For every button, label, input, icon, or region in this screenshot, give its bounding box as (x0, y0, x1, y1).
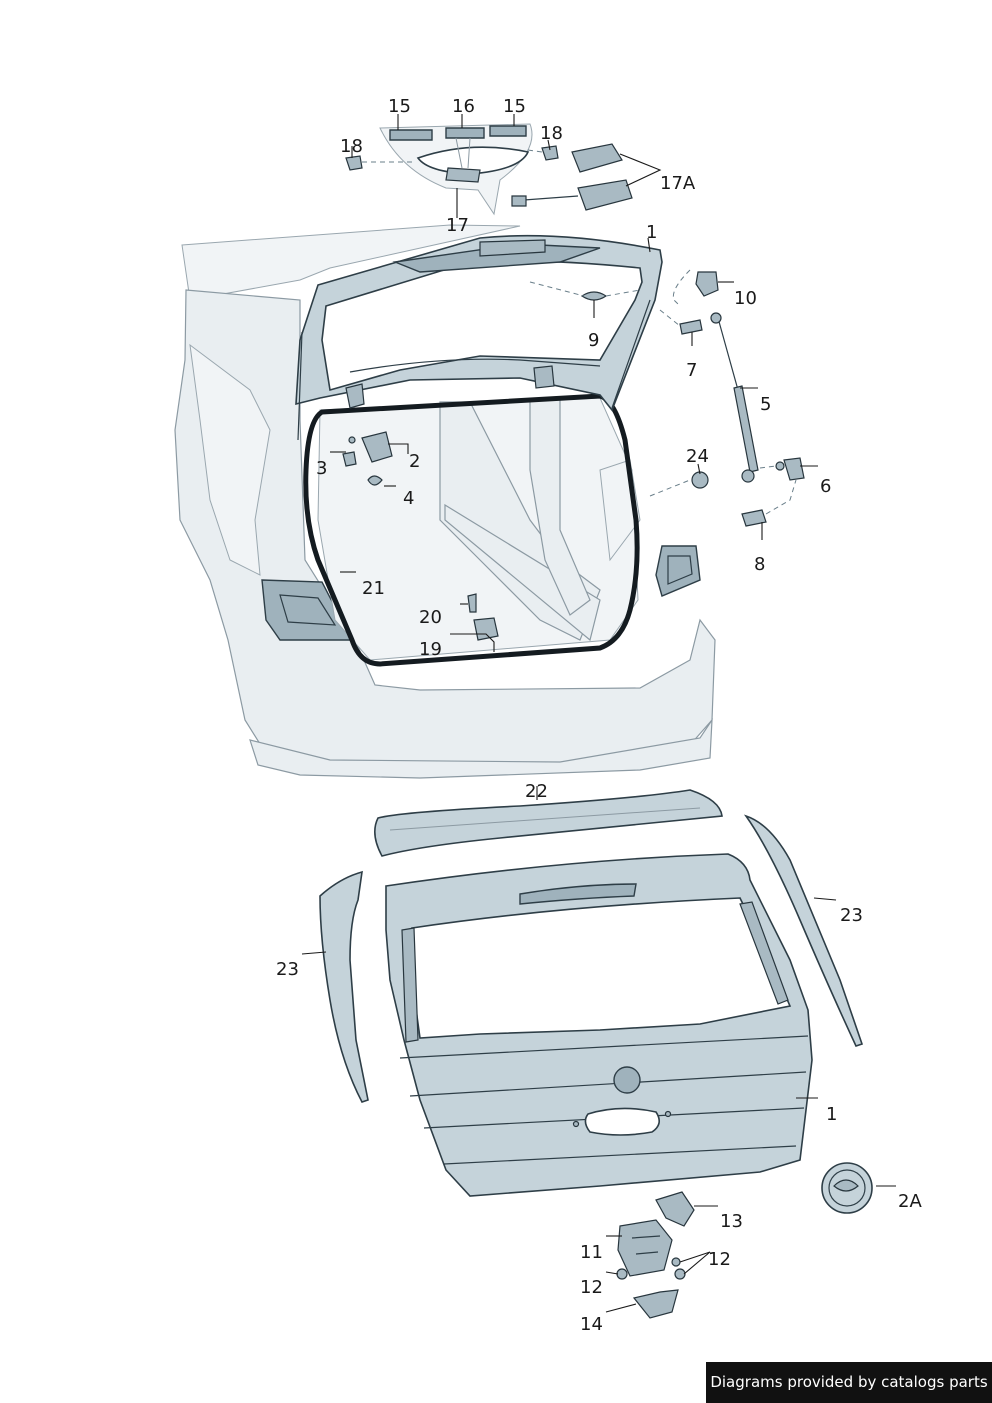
label-3: 3 (316, 458, 327, 479)
label-10: 10 (734, 288, 757, 309)
label-4: 4 (403, 488, 414, 509)
label-11: 11 (580, 1242, 603, 1263)
label-9: 9 (588, 330, 599, 351)
label-12-right: 12 (708, 1249, 731, 1270)
label-18-right: 18 (540, 123, 563, 144)
label-6: 6 (820, 476, 831, 497)
label-14: 14 (580, 1314, 603, 1335)
strut-and-fittings (529, 269, 805, 527)
label-20: 20 (419, 607, 442, 628)
label-15-left: 15 (388, 96, 411, 117)
label-16: 16 (452, 96, 475, 117)
lock-parts (616, 1191, 695, 1319)
tailgate-exploded (319, 789, 873, 1214)
open-tailgate (295, 234, 663, 441)
label-8: 8 (754, 554, 765, 575)
label-1-bottom: 1 (826, 1104, 837, 1125)
label-19: 19 (419, 639, 442, 660)
label-18-left: 18 (340, 136, 363, 157)
label-17a: 17A (660, 173, 696, 194)
label-23-right: 23 (840, 905, 863, 926)
label-7: 7 (686, 360, 697, 381)
label-17: 17 (446, 215, 469, 236)
third-brake-light-group (345, 123, 633, 216)
catalog-credit-banner: Diagrams provided by catalogs parts (706, 1362, 992, 1403)
label-2: 2 (409, 451, 420, 472)
label-24: 24 (686, 446, 709, 467)
label-15-right: 15 (503, 96, 526, 117)
part-labels: 15 16 15 18 18 17A 17 1 10 9 7 5 24 6 8 … (276, 96, 922, 1335)
label-12-left: 12 (580, 1277, 603, 1298)
label-22: 22 (525, 781, 548, 802)
label-5: 5 (760, 394, 771, 415)
label-13: 13 (720, 1211, 743, 1232)
leader-lines (301, 114, 896, 1313)
label-23-left: 23 (276, 959, 299, 980)
label-1-top: 1 (646, 222, 657, 243)
label-2a: 2A (898, 1191, 922, 1212)
car-rear-body (174, 224, 716, 779)
label-21: 21 (362, 578, 385, 599)
